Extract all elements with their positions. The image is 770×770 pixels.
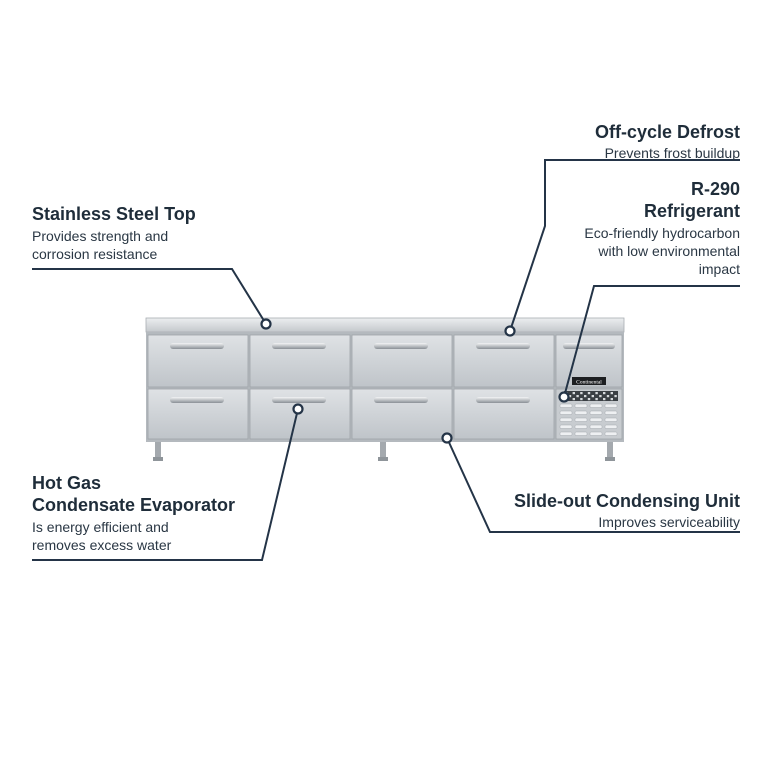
brand-plate bbox=[572, 377, 606, 385]
brand-plate-text: Continental bbox=[576, 380, 602, 386]
callout-dots bbox=[260, 318, 570, 444]
mesh-cell bbox=[603, 392, 606, 395]
drawer-handle bbox=[272, 343, 326, 349]
mesh-cell bbox=[610, 398, 613, 401]
leg bbox=[380, 442, 386, 460]
condenser-mesh bbox=[564, 391, 618, 401]
mesh-cell bbox=[587, 398, 591, 401]
leg bbox=[155, 442, 161, 460]
grille-slat bbox=[574, 417, 588, 422]
leader-line-hot-gas bbox=[32, 408, 299, 561]
leader-lines bbox=[32, 159, 740, 561]
callout-dot-r290 bbox=[558, 391, 570, 403]
drawer bbox=[453, 334, 555, 388]
callout-title-hot-gas-line1: Hot Gas bbox=[32, 473, 102, 493]
callout-dot-hot-gas bbox=[292, 403, 304, 415]
callout-desc-hot-gas-line2: removes excess water bbox=[32, 537, 172, 553]
mesh-cell bbox=[584, 395, 587, 398]
mesh-cell bbox=[572, 398, 575, 401]
mesh-cell bbox=[591, 395, 594, 398]
grille-slat bbox=[574, 424, 588, 429]
drawer-handle bbox=[170, 343, 224, 349]
mesh-cell bbox=[599, 395, 602, 398]
mesh-cell bbox=[572, 392, 575, 395]
leader-line-slide-out bbox=[446, 437, 740, 533]
drawer-handle bbox=[476, 343, 530, 349]
legs bbox=[153, 442, 615, 461]
drawer bbox=[453, 388, 555, 440]
mesh-cell bbox=[595, 392, 598, 395]
drawer bbox=[351, 334, 453, 388]
mesh-cell bbox=[587, 392, 591, 395]
callout-title-slide-out: Slide-out Condensing Unit bbox=[514, 491, 740, 511]
grille-slat bbox=[589, 424, 603, 429]
grille-slat bbox=[589, 410, 603, 415]
mesh-cell bbox=[603, 398, 606, 401]
grille-slat bbox=[559, 417, 573, 422]
mesh-cell bbox=[610, 392, 613, 395]
mesh-cell bbox=[580, 398, 583, 401]
drawer-handle bbox=[170, 397, 224, 403]
callout-desc-r290-line1: Eco-friendly hydrocarbon bbox=[584, 225, 740, 241]
drawer-handle bbox=[272, 397, 326, 403]
callout-desc-stainless-top-line2: corrosion resistance bbox=[32, 246, 158, 262]
grille-slat bbox=[559, 431, 573, 436]
callout-desc-slide-out: Improves serviceability bbox=[598, 514, 740, 530]
drawer bbox=[147, 334, 249, 388]
grille-slat bbox=[559, 403, 573, 408]
mesh-cell bbox=[606, 395, 610, 398]
grille-slat bbox=[559, 424, 573, 429]
grille-slat bbox=[589, 417, 603, 422]
leader-line-defrost bbox=[509, 159, 740, 332]
leg-foot bbox=[605, 457, 615, 461]
grille-slat bbox=[589, 431, 603, 436]
grille-slat bbox=[559, 410, 573, 415]
drawer-handle bbox=[374, 397, 428, 403]
callout-dot-defrost bbox=[504, 325, 516, 337]
drawer-row-bottom bbox=[147, 388, 555, 440]
callout-dot-stainless-top bbox=[260, 318, 272, 330]
leg-foot bbox=[153, 457, 163, 461]
callout-desc-defrost: Prevents frost buildup bbox=[604, 145, 740, 161]
callout-title-stainless-top: Stainless Steel Top bbox=[32, 204, 196, 224]
grille-slat bbox=[604, 417, 618, 422]
callout-desc-r290-line2: with low environmental bbox=[598, 243, 740, 259]
grille-slat bbox=[574, 410, 588, 415]
mesh-cell bbox=[576, 395, 579, 398]
callout-title-defrost: Off-cycle Defrost bbox=[594, 122, 740, 142]
grille-slat bbox=[604, 410, 618, 415]
callout-desc-hot-gas-line1: Is energy efficient and bbox=[32, 519, 169, 535]
drawer-row-top bbox=[147, 334, 623, 388]
leader-line-r290 bbox=[563, 285, 740, 398]
grille-slat bbox=[604, 424, 618, 429]
drawer-handle bbox=[476, 397, 530, 403]
condensing-unit: Continental bbox=[555, 377, 623, 440]
drawer-handle bbox=[563, 343, 615, 349]
callout-desc-stainless-top-line1: Provides strength and bbox=[32, 228, 169, 244]
mesh-cell bbox=[568, 395, 572, 398]
drawer bbox=[351, 388, 453, 440]
leg-foot bbox=[378, 457, 388, 461]
drawer-handle bbox=[374, 343, 428, 349]
mesh-cell bbox=[580, 392, 583, 395]
grille-slat bbox=[604, 431, 618, 436]
leg bbox=[607, 442, 613, 460]
callout-title-r290-line1: R-290 bbox=[690, 179, 740, 199]
drawer bbox=[147, 388, 249, 440]
grille-slat bbox=[574, 403, 588, 408]
leader-line-stainless-top bbox=[32, 268, 267, 325]
grille-slat bbox=[574, 431, 588, 436]
callout-desc-r290-line3: impact bbox=[698, 261, 740, 277]
mesh-cell bbox=[595, 398, 598, 401]
stainless-steel-top bbox=[145, 317, 625, 333]
callout-title-r290-line2: Refrigerant bbox=[643, 201, 740, 221]
grille-slat bbox=[589, 403, 603, 408]
mesh-cell bbox=[614, 395, 617, 398]
grille-slat bbox=[604, 403, 618, 408]
callout-title-hot-gas-line2: Condensate Evaporator bbox=[32, 495, 236, 515]
drawer bbox=[249, 334, 351, 388]
callout-dot-slide-out bbox=[441, 432, 453, 444]
